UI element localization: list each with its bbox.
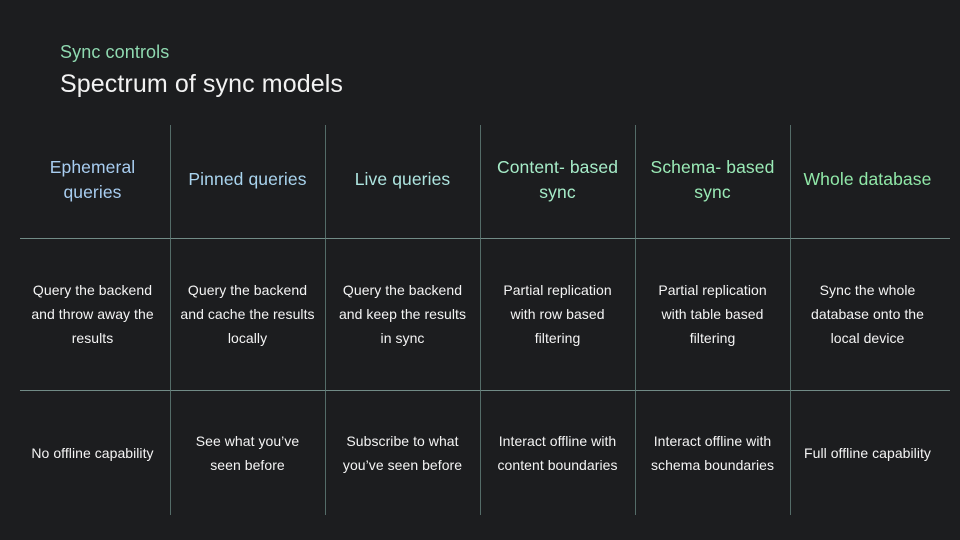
column-header-line-2: database — [858, 169, 932, 189]
matrix-grid: Ephemeral queries Pinned queries Live qu… — [15, 125, 945, 515]
column-header-line-2: queries — [63, 181, 122, 202]
column-header-line-1: Ephemeral — [49, 156, 136, 177]
table-cell-offline-live-queries: Subscribe to what you’ve seen before — [342, 432, 463, 473]
table-cell-offline-content-based-sync: Interact offline with content boundaries — [497, 432, 618, 473]
column-header-pinned-queries: Pinned queries — [170, 125, 325, 238]
column-header-schema-based-sync: Schema- based sync — [635, 125, 790, 238]
table-cell-offline-whole-database: Full offline capability — [804, 444, 931, 461]
column-header-line-2: based sync — [539, 156, 619, 202]
column-divider-2 — [325, 125, 326, 515]
column-divider-3 — [480, 125, 481, 515]
page-title: Spectrum of sync models — [60, 70, 343, 98]
row-divider-rule — [20, 390, 950, 391]
table-cell-offline-pinned-queries: See what you’ve seen before — [195, 432, 300, 473]
column-header-line-1: Whole — [803, 169, 854, 189]
table-cell-description-whole-database: Sync the whole database onto the local d… — [811, 282, 924, 346]
table-cell-description-live-queries: Query the backend and keep the results i… — [338, 282, 467, 346]
table-cell-description-ephemeral-queries: Query the backend and throw away the res… — [31, 282, 154, 346]
header-divider-rule — [20, 238, 950, 239]
column-header-ephemeral-queries: Ephemeral queries — [15, 125, 170, 238]
column-header-live-queries: Live queries — [325, 125, 480, 238]
table-cell-offline-ephemeral-queries: No offline capability — [31, 444, 154, 461]
column-header-line-1: Schema- — [650, 156, 722, 177]
column-header-line-2: queries — [392, 169, 451, 189]
slide-eyebrow: Sync controls — [60, 42, 170, 62]
column-divider-1 — [170, 125, 171, 515]
column-header-line-2: queries — [248, 169, 307, 189]
column-header-line-2: based sync — [694, 156, 775, 202]
column-header-whole-database: Whole database — [790, 125, 945, 238]
column-header-content-based-sync: Content- based sync — [480, 125, 635, 238]
table-cell-description-schema-based-sync: Partial replication with table based fil… — [658, 282, 767, 346]
column-divider-4 — [635, 125, 636, 515]
table-cell-description-content-based-sync: Partial replication with row based filte… — [503, 282, 612, 346]
column-divider-5 — [790, 125, 791, 515]
column-header-line-1: Live — [354, 169, 388, 189]
table-cell-description-pinned-queries: Query the backend and cache the results … — [180, 282, 315, 346]
table-cell-offline-schema-based-sync: Interact offline with schema boundaries — [650, 432, 775, 473]
sync-models-matrix: Ephemeral queries Pinned queries Live qu… — [15, 125, 950, 515]
title-block: Sync controls Spectrum of sync models — [60, 40, 343, 100]
column-header-line-1: Pinned — [188, 169, 244, 189]
column-header-line-1: Content- — [496, 156, 565, 177]
